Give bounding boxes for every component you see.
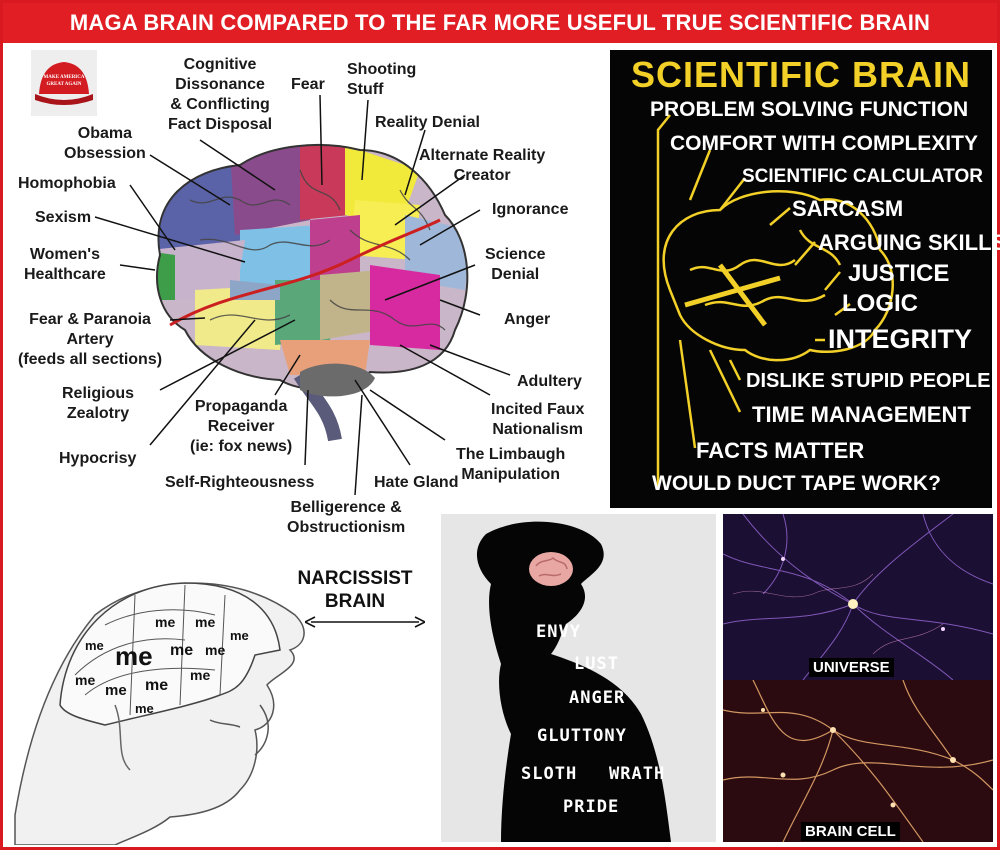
sci-item-facts-matter: FACTS MATTER	[696, 438, 865, 463]
me-word: me	[145, 677, 168, 694]
label-science-denial: Science Denial	[485, 246, 546, 283]
me-word: me	[190, 667, 210, 683]
scientific-brain-drawing	[656, 114, 894, 490]
me-word: me	[170, 642, 193, 659]
me-word: me	[85, 638, 104, 653]
label-fear: Fear	[291, 76, 325, 93]
sin-envy: ENVY	[536, 622, 581, 642]
sci-item-calculator: SCIENTIFIC CALCULATOR	[742, 166, 984, 187]
label-anger: Anger	[504, 311, 551, 328]
brain-cell-label: BRAIN CELL	[801, 822, 900, 841]
label-incited-faux-nationalism: Incited Faux Nationalism	[491, 401, 585, 438]
maga-hat-image: MAKE AMERICA GREAT AGAIN	[31, 50, 97, 116]
label-limbaugh-manipulation: The Limbaugh Manipulation	[456, 446, 566, 483]
label-reality-denial: Reality Denial	[375, 114, 480, 131]
small-brain-image	[529, 552, 573, 586]
label-hate-gland: Hate Gland	[374, 474, 459, 491]
label-hypocrisy: Hypocrisy	[59, 450, 137, 467]
scientific-brain-title: SCIENTIFIC BRAIN	[631, 54, 971, 95]
label-ignorance: Ignorance	[492, 201, 569, 218]
me-word: me	[75, 672, 95, 688]
label-alternate-reality: Alternate Reality Creator	[419, 147, 546, 184]
label-shooting-stuff: Shooting Stuff	[347, 61, 417, 98]
scientific-brain-panel: SCIENTIFIC BRAIN PROBLEM SOLVING FUNCTIO…	[610, 50, 1000, 508]
label-womens-healthcare: Women's Healthcare	[24, 246, 106, 283]
me-word: me	[230, 628, 249, 643]
page-title: MAGA BRAIN COMPARED TO THE FAR MORE USEF…	[3, 3, 997, 43]
universe-image: UNIVERSE	[723, 514, 993, 680]
label-religious-zealotry: Religious Zealotry	[62, 385, 135, 422]
label-homophobia: Homophobia	[18, 175, 116, 192]
label-obama-obsession: Obama Obsession	[64, 125, 146, 162]
me-word-large: me	[115, 641, 153, 671]
sci-item-arguing-skills: ARGUING SKILLS	[818, 230, 1000, 255]
narcissist-brain-label: NARCISSIST BRAIN	[297, 568, 413, 612]
universe-label: UNIVERSE	[809, 658, 894, 677]
hat-text-line2: GREAT AGAIN	[47, 82, 82, 87]
sci-item-dislike-stupid: DISLIKE STUPID PEOPLE	[746, 370, 991, 392]
brain-cell-image: BRAIN CELL	[723, 680, 993, 842]
sin-sloth: SLOTH	[521, 764, 578, 784]
narcissist-brain-sketch: me me me me me me me me me me me me	[14, 582, 305, 845]
me-word: me	[195, 614, 215, 630]
me-word: me	[155, 614, 175, 630]
sin-anger: ANGER	[569, 688, 626, 708]
label-adultery: Adultery	[517, 373, 582, 390]
sci-item-comfort-complexity: COMFORT WITH COMPLEXITY	[670, 132, 978, 155]
sci-item-sarcasm: SARCASM	[792, 196, 904, 221]
sci-item-time-management: TIME MANAGEMENT	[752, 402, 971, 427]
label-belligerence: Belligerence & Obstructionism	[287, 499, 406, 536]
label-propaganda-receiver: Propaganda Receiver (ie: fox news)	[190, 398, 293, 455]
label-fear-paranoia-artery: Fear & Paranoia Artery (feeds all sectio…	[18, 311, 163, 368]
sci-item-duct-tape: WOULD DUCT TAPE WORK?	[652, 472, 941, 495]
double-arrow-icon	[305, 616, 425, 628]
sci-item-justice: JUSTICE	[848, 260, 950, 287]
sin-lust: LUST	[574, 654, 619, 674]
sci-item-problem-solving: PROBLEM SOLVING FUNCTION	[650, 98, 969, 121]
sin-wrath: WRATH	[609, 764, 666, 784]
sin-gluttony: GLUTTONY	[537, 726, 627, 746]
me-word: me	[205, 642, 225, 658]
label-self-righteousness: Self-Righteousness	[165, 474, 315, 491]
label-cognitive-dissonance: Cognitive Dissonance & Conflicting Fact …	[168, 56, 273, 133]
sin-pride: PRIDE	[563, 797, 620, 817]
silhouette-panel: ENVY LUST ANGER GLUTTONY SLOTH WRATH PRI…	[441, 514, 716, 842]
hat-text-line1: MAKE AMERICA	[44, 75, 85, 80]
me-word: me	[135, 701, 154, 716]
label-sexism: Sexism	[35, 209, 92, 226]
sci-item-integrity: INTEGRITY	[828, 324, 973, 354]
me-word: me	[105, 682, 127, 699]
sci-item-logic: LOGIC	[842, 290, 918, 317]
